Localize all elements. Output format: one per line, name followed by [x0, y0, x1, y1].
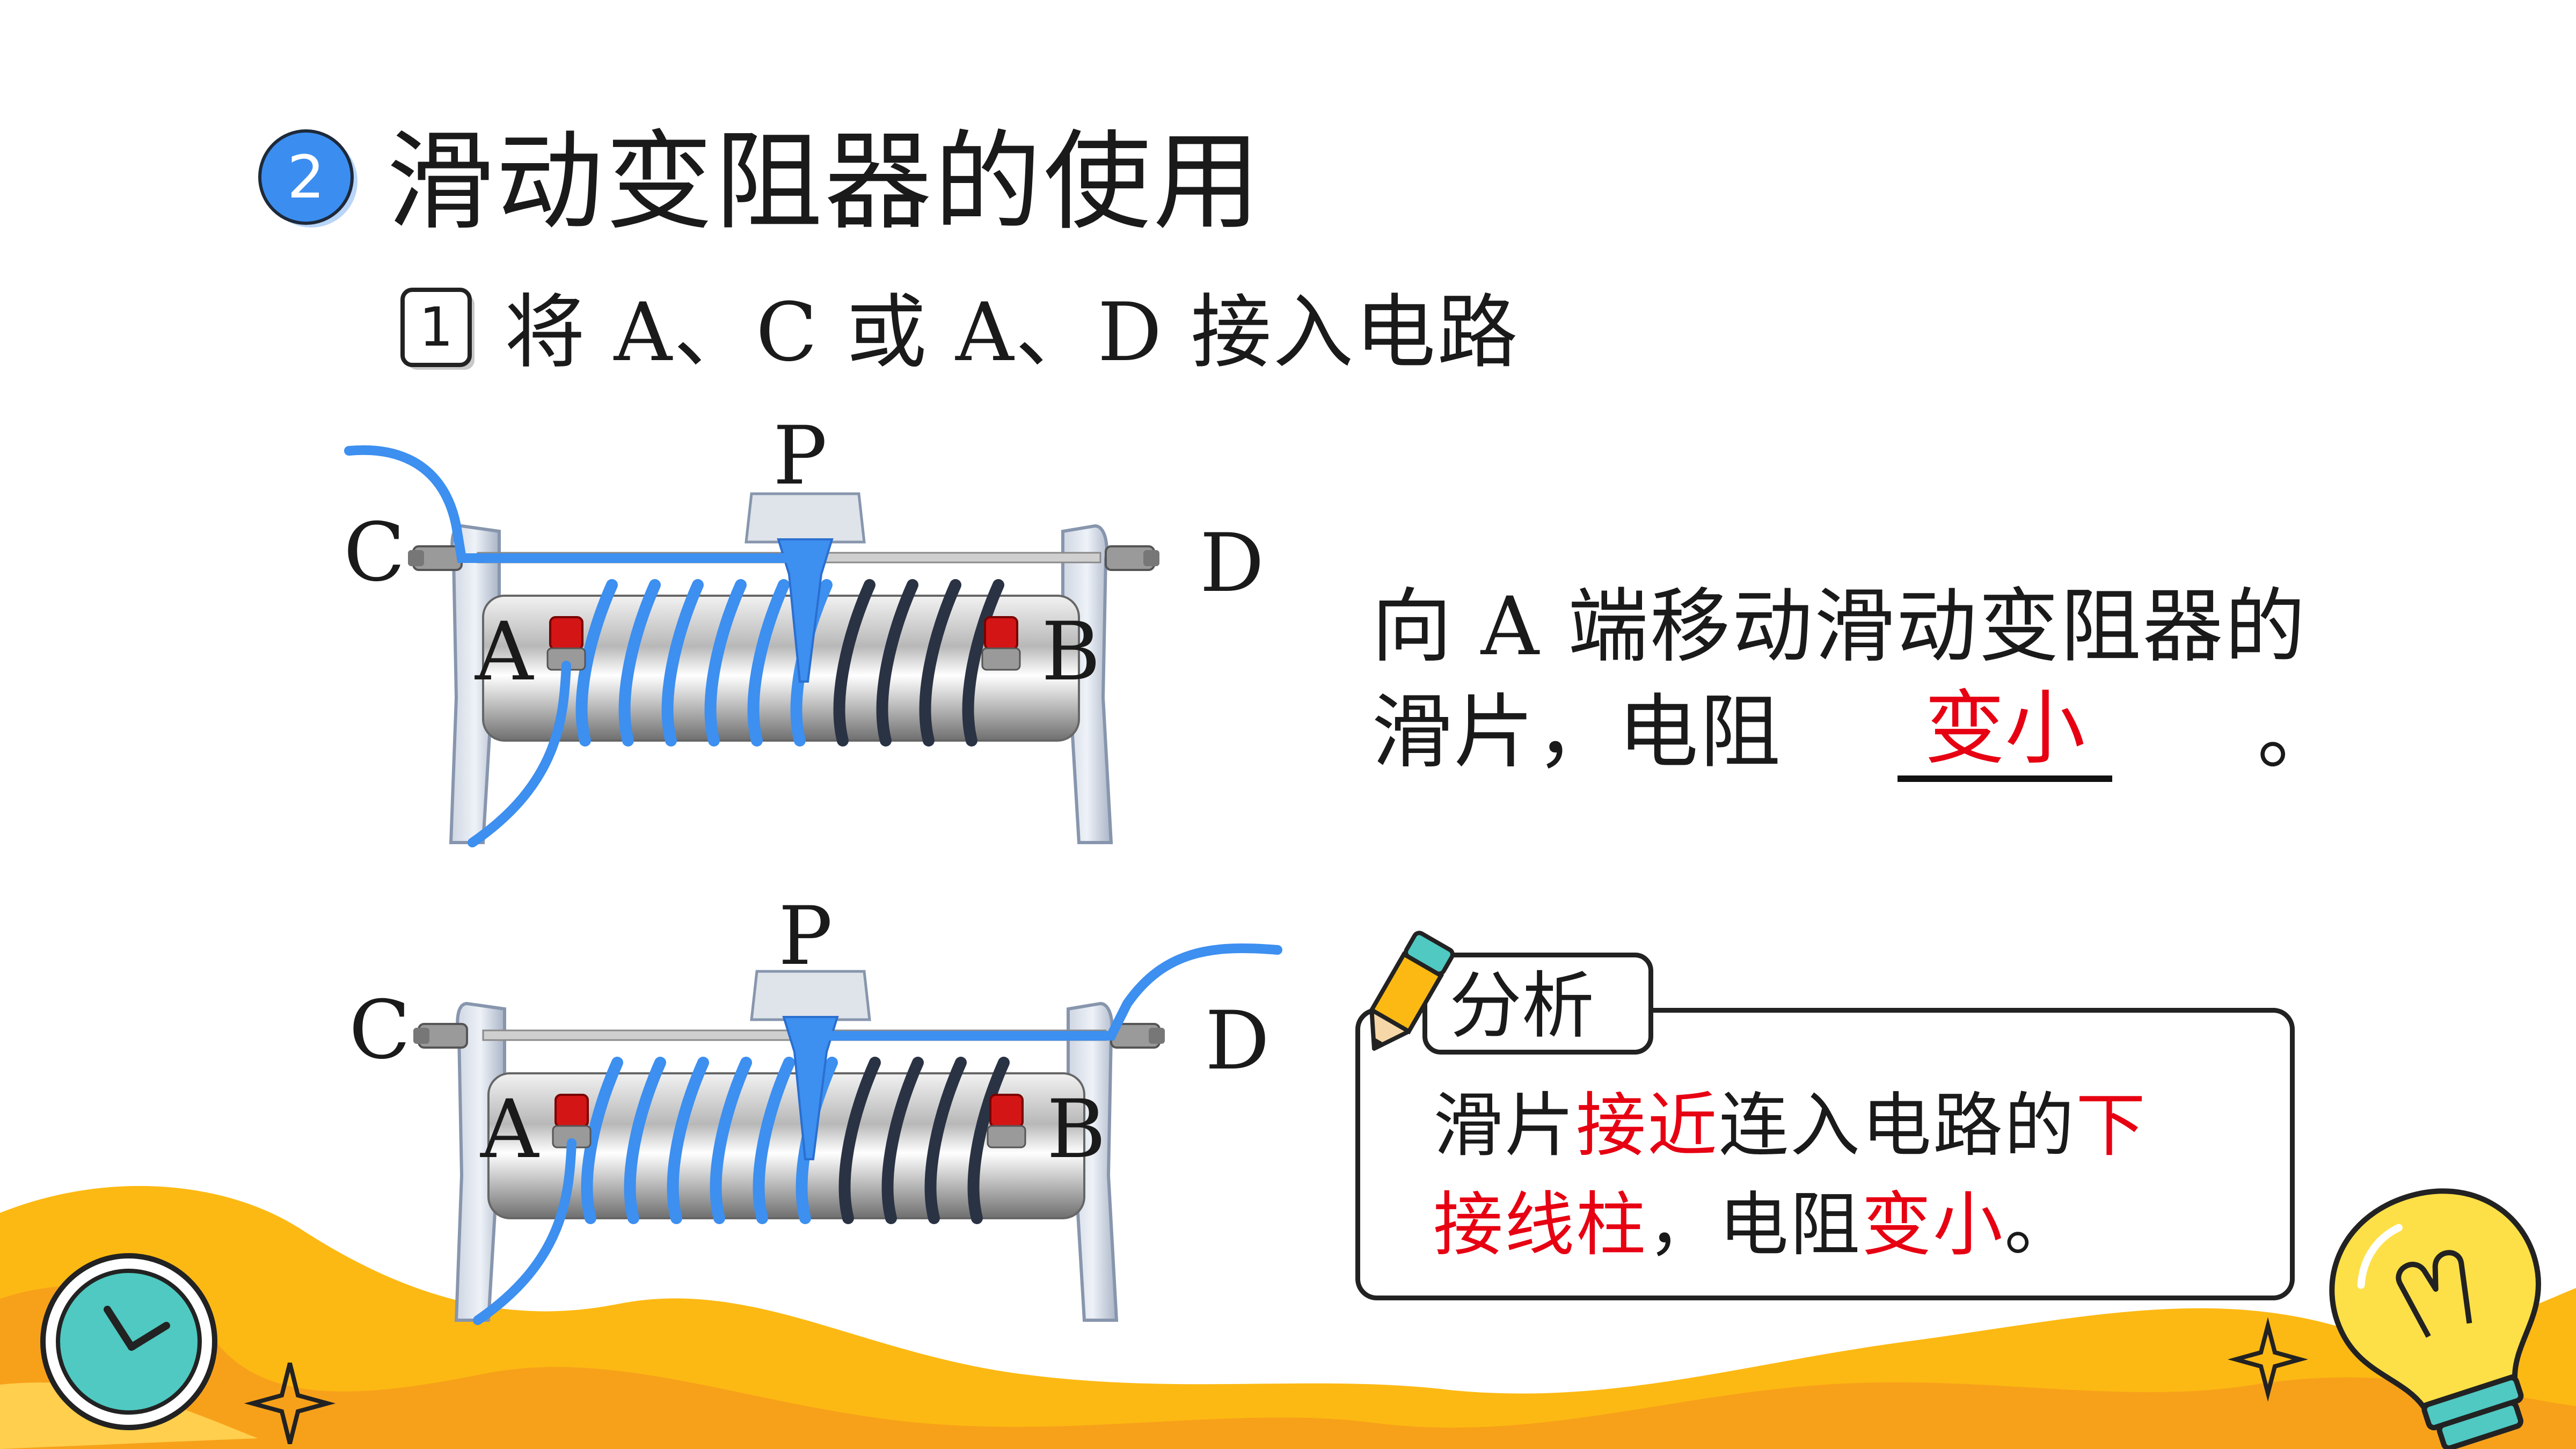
analysis-text-line-2: 接线柱，电阻变小。: [1433, 1178, 2076, 1272]
question-line-2: 滑片，电阻: [1371, 686, 1783, 779]
rheostat-figure-top: [344, 445, 1159, 847]
subtitle: 将 A、C 或 A、D 接入电路: [505, 286, 1520, 379]
label-b-top: B: [1041, 605, 1101, 699]
analysis-segment-highlight: 接近: [1576, 1085, 1719, 1166]
sub-number-box: [400, 288, 475, 370]
label-p-top: P: [773, 409, 827, 503]
section-number-badge: [258, 129, 357, 228]
sparkle-icon: [2227, 1317, 2309, 1402]
sparkle-icon: [244, 1363, 336, 1444]
label-p-bottom: P: [778, 890, 833, 983]
analysis-label: 分析: [1449, 964, 1594, 1048]
lightbulb-icon: [2329, 1188, 2541, 1449]
analysis-segment: 滑片: [1433, 1085, 1577, 1166]
analysis-box: [1355, 1008, 2295, 1300]
label-a-bottom: A: [480, 1083, 539, 1176]
analysis-segment: ，电阻: [1647, 1184, 1862, 1265]
label-d-bottom: D: [1205, 994, 1270, 1088]
label-c-top: C: [344, 506, 405, 599]
analysis-segment-highlight: 变小: [1862, 1184, 2005, 1265]
rheostat-figure-bottom: [413, 943, 1282, 1325]
section-number: 2: [287, 143, 325, 211]
label-c-bottom: C: [349, 984, 411, 1077]
sub-number: 1: [419, 296, 454, 358]
label-d-top: D: [1200, 517, 1265, 610]
pencil-icon: [1368, 931, 1455, 1051]
page-title: 滑动变阻器的使用: [386, 120, 1263, 245]
analysis-text-line-1: 滑片接近连入电路的下: [1433, 1079, 2147, 1173]
analysis-segment: 连入电路的: [1719, 1085, 2076, 1166]
analysis-segment-highlight: 接线柱: [1433, 1184, 1648, 1265]
answer-underline: [1898, 775, 2112, 782]
label-a-top: A: [475, 605, 534, 699]
label-b-bottom: B: [1047, 1083, 1106, 1176]
question-period: 。: [2257, 687, 2338, 781]
answer-text: 变小: [1924, 682, 2085, 775]
clock-icon: [40, 1253, 217, 1430]
analysis-tab: [1422, 953, 1653, 1055]
analysis-segment-highlight: 下: [2076, 1085, 2148, 1166]
question-line-1: 向 A 端移动滑动变阻器的: [1371, 580, 2307, 674]
analysis-segment: 。: [2004, 1184, 2076, 1265]
